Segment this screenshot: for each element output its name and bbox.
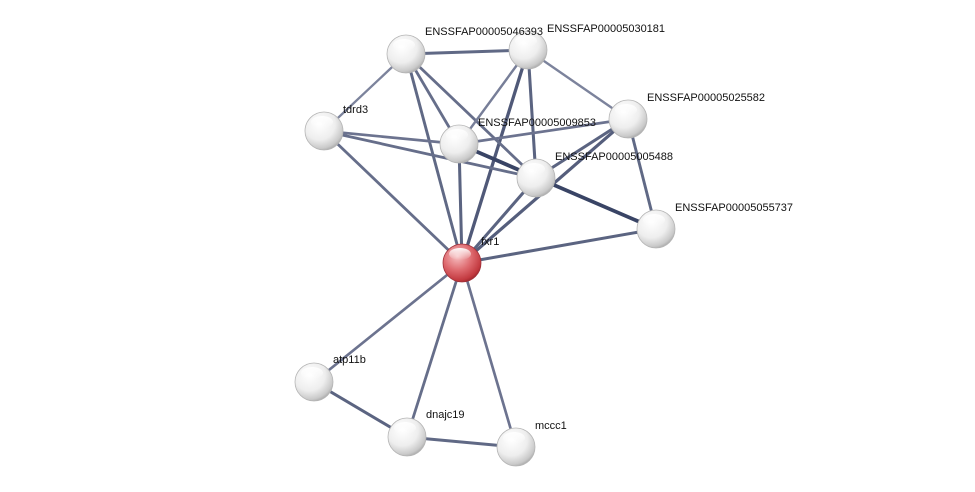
node-dnajc19[interactable] — [387, 417, 427, 457]
node-highlight — [394, 422, 416, 434]
node-label-n46393: ENSSFAP00005046393 — [425, 26, 543, 38]
edge-n30181-n05488 — [526, 48, 538, 180]
edge-n09853-n25582 — [457, 117, 630, 146]
node-label-n30181: ENSSFAP00005030181 — [547, 23, 665, 35]
node-highlight — [615, 104, 637, 116]
node-mccc1[interactable] — [496, 427, 536, 467]
edge-n30181-n09853 — [457, 48, 530, 146]
edge-n30181-n25582 — [526, 48, 630, 121]
node-n30181[interactable] — [508, 30, 548, 70]
edge-n46393-n30181 — [404, 48, 530, 56]
node-highlight — [301, 367, 323, 379]
edge-fxr1-n09853 — [457, 142, 464, 265]
edge-tdrd3-n09853 — [322, 129, 461, 146]
node-highlight — [503, 432, 525, 444]
node-fxr1[interactable] — [442, 243, 482, 283]
node-n25582[interactable] — [608, 99, 648, 139]
edge-n09853-n55737 — [457, 142, 658, 231]
node-label-atp11b: atp11b — [333, 354, 366, 366]
node-atp11b[interactable] — [294, 362, 334, 402]
node-label-mccc1: mccc1 — [535, 420, 567, 432]
node-label-tdrd3: tdrd3 — [343, 104, 368, 116]
edge-fxr1-mccc1 — [460, 261, 518, 449]
edge-fxr1-dnajc19 — [405, 261, 464, 439]
edge-fxr1-n30181 — [460, 48, 530, 265]
nodes-layer — [294, 30, 676, 467]
edge-fxr1-n46393 — [404, 52, 464, 265]
node-highlight — [311, 116, 333, 128]
node-label-n55737: ENSSFAP00005055737 — [675, 202, 793, 214]
node-n05488[interactable] — [516, 158, 556, 198]
node-highlight — [515, 35, 537, 47]
node-tdrd3[interactable] — [304, 111, 344, 151]
labels-layer: fxr1 ENSSFAP00005046393 ENSSFAP00005030181… — [333, 23, 793, 432]
node-highlight — [449, 248, 471, 260]
edge-fxr1-atp11b — [312, 261, 464, 384]
node-highlight — [643, 214, 665, 226]
node-label-n09853: ENSSFAP00005009853 — [478, 117, 596, 129]
node-label-dnajc19: dnajc19 — [426, 409, 465, 421]
edge-n46393-n05488 — [404, 52, 538, 180]
node-label-n25582: ENSSFAP00005025582 — [647, 92, 765, 104]
edge-fxr1-tdrd3 — [322, 129, 464, 265]
node-label-n05488: ENSSFAP00005005488 — [555, 151, 673, 163]
node-label-fxr1: fxr1 — [481, 236, 499, 248]
edge-fxr1-n55737 — [460, 227, 658, 265]
node-n46393[interactable] — [386, 34, 426, 74]
node-highlight — [393, 39, 415, 51]
node-n09853[interactable] — [439, 124, 479, 164]
node-highlight — [523, 163, 545, 175]
edge-tdrd3-n05488 — [322, 129, 538, 180]
node-highlight — [446, 129, 468, 141]
node-n55737[interactable] — [636, 209, 676, 249]
